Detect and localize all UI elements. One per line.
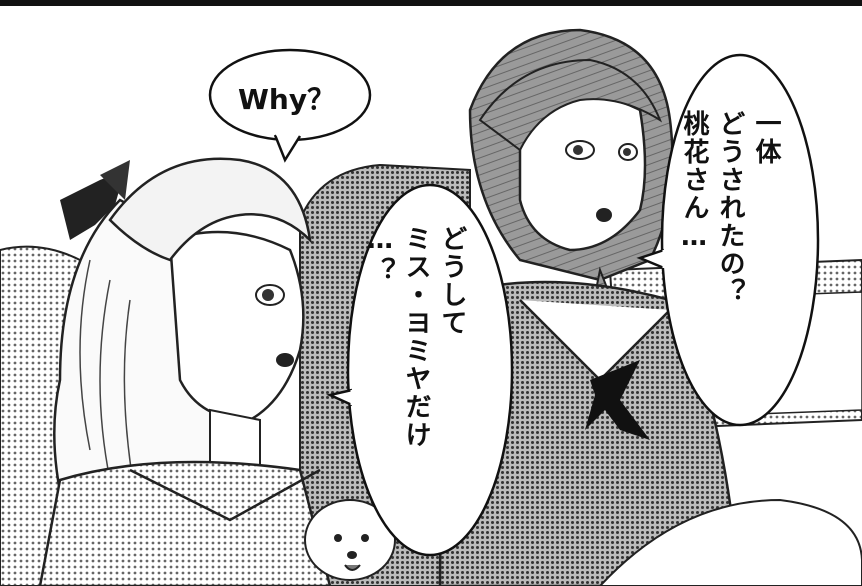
blonde-girl [38, 157, 332, 586]
panel-border-top [0, 0, 862, 6]
bubble-ittai-line-1: 一体 [751, 110, 781, 166]
speech-bubble-ittai [636, 53, 820, 427]
bubble-ittai-text: 一体 どうされたの？ 桃花さん… [676, 110, 784, 400]
bubble-why-text: Why？ [238, 83, 336, 116]
braided-girl [438, 28, 742, 586]
bubble-doushite-line-3: …？ [365, 225, 395, 285]
bubble-doushite-text: どうして ミス・ヨミヤだけ …？ [362, 225, 470, 525]
bubble-ittai-line-2: どうされたの？ [715, 110, 745, 306]
bubble-ittai-line-3: 桃花さん… [679, 110, 709, 254]
speech-bubble-doushite [326, 183, 514, 557]
small-dog [304, 499, 396, 581]
speech-bubble-why [208, 48, 372, 163]
bubble-doushite-line-2: ミス・ヨミヤだけ [401, 225, 431, 449]
bubble-doushite-line-1: どうして [437, 225, 467, 337]
